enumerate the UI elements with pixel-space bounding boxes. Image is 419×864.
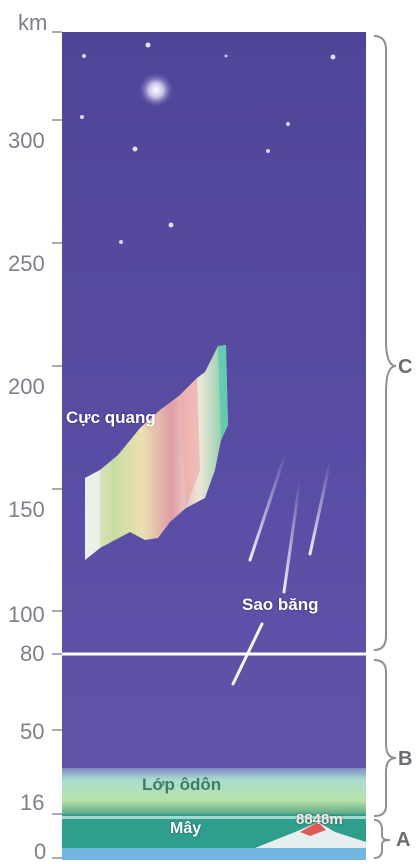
- aurora-illustration: [85, 345, 228, 560]
- tick-label-250: 250: [8, 251, 45, 276]
- tick-label-150: 150: [8, 497, 45, 522]
- tick-label-0: 0: [34, 839, 47, 864]
- star-icon: [266, 149, 270, 153]
- ozone-band: [62, 768, 366, 814]
- zone-label-c: C: [398, 356, 413, 378]
- stars: [80, 42, 336, 244]
- axis-ticks: [52, 31, 62, 859]
- zone-braces: [373, 35, 397, 859]
- tick-label-80: 80: [20, 641, 45, 666]
- star-icon: [286, 122, 290, 126]
- tick-label-300: 300: [8, 128, 45, 153]
- cloud-label: Mây: [170, 820, 202, 837]
- star-icon: [82, 54, 86, 58]
- zone-label-b: B: [398, 748, 413, 770]
- tick-label-100: 100: [8, 602, 45, 627]
- meteor-label: Sao băng: [242, 595, 319, 614]
- star-icon: [132, 146, 138, 152]
- tick-label-200: 200: [8, 374, 45, 399]
- star-icon: [168, 222, 174, 228]
- big-star-icon: [138, 72, 174, 108]
- star-icon: [145, 42, 151, 48]
- axis-unit-label: km: [18, 10, 48, 35]
- tick-label-16: 16: [20, 790, 45, 815]
- ozone-label: Lớp ôdôn: [142, 775, 222, 794]
- brace-a: [373, 819, 391, 859]
- ground-band: [62, 848, 366, 860]
- star-icon: [80, 115, 84, 119]
- star-icon: [224, 54, 228, 58]
- brace-b: [373, 659, 397, 817]
- star-icon: [119, 240, 123, 244]
- tick-label-50: 50: [20, 719, 45, 744]
- zone-label-a: A: [396, 829, 411, 851]
- everest-height-label: 8848m: [296, 811, 343, 828]
- aurora-label: Cực quang: [66, 408, 156, 427]
- star-icon: [330, 54, 336, 60]
- brace-c: [373, 35, 397, 651]
